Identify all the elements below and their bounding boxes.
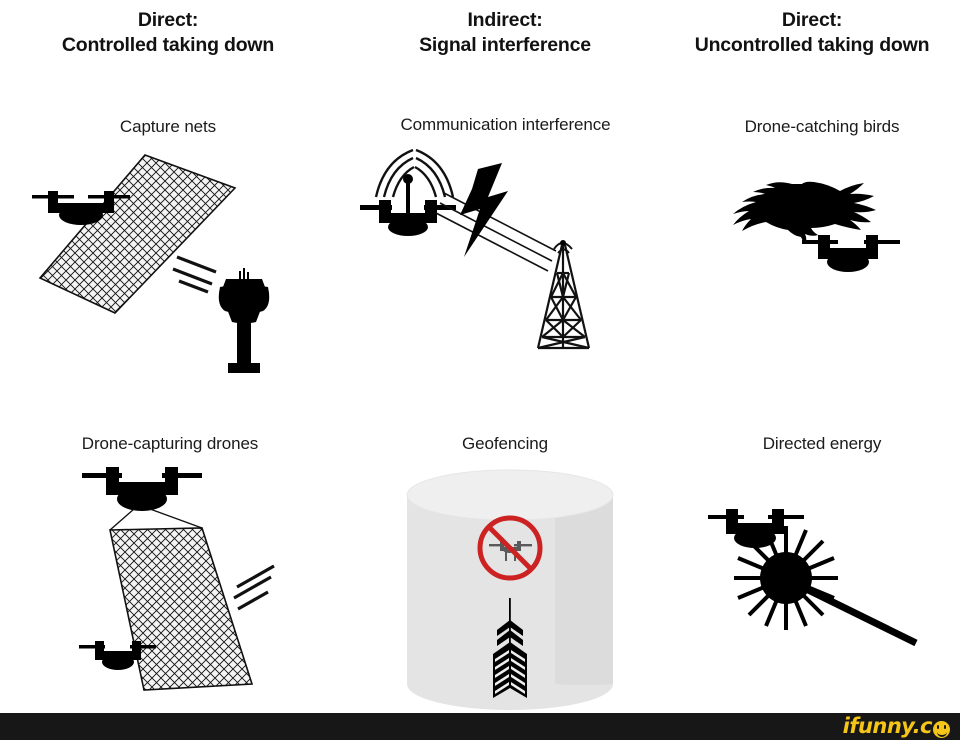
caption-directed-energy: Directed energy — [762, 434, 882, 453]
drone-with-antenna-icon — [360, 174, 456, 236]
control-tower-icon — [218, 268, 270, 373]
caption-communication-interference: Communication interference — [400, 115, 611, 134]
figure-drone-catching-birds — [706, 152, 936, 297]
column-kicker: Direct: — [137, 9, 199, 31]
net-icon — [38, 154, 237, 314]
motion-lines-icon — [172, 255, 217, 294]
column-title: Controlled taking down — [61, 34, 275, 56]
drone-icon — [82, 467, 202, 511]
motion-lines-icon — [233, 564, 275, 611]
column-header-signal: Indirect: Signal interference — [355, 8, 655, 58]
figure-geofencing — [405, 469, 615, 710]
caption-geofencing: Geofencing — [462, 434, 548, 453]
drone-icon — [802, 235, 900, 272]
signal-beam-icon — [435, 192, 557, 272]
caption-drone-catching-birds: Drone-catching birds — [744, 117, 900, 136]
eagle-icon — [733, 181, 876, 244]
drone-icon — [708, 509, 804, 548]
skyscraper-icon — [493, 598, 527, 698]
column-kicker: Indirect: — [467, 9, 543, 31]
figure-capture-nets — [30, 145, 330, 380]
drone-icon — [32, 191, 130, 225]
figure-communication-interference — [360, 145, 640, 360]
column-title: Signal interference — [419, 34, 591, 56]
lightning-bolt-icon — [460, 163, 508, 257]
no-drone-sign-icon — [477, 515, 543, 581]
net-suspension-icon — [109, 508, 203, 531]
column-header-uncontrolled: Direct: Uncontrolled taking down — [662, 8, 960, 58]
radio-waves-icon — [374, 148, 455, 198]
captured-drone-icon — [79, 641, 156, 670]
caption-drone-capturing-drones: Drone-capturing drones — [81, 434, 259, 453]
column-title: Uncontrolled taking down — [694, 34, 930, 56]
laser-beam-icon — [790, 578, 918, 647]
column-kicker: Direct: — [781, 9, 843, 31]
watermark-text: ifunny.c — [842, 714, 933, 738]
ifunny-watermark: ifunny.c — [843, 714, 950, 739]
footer-bar — [0, 713, 960, 740]
radio-tower-icon — [536, 240, 591, 350]
column-header-controlled: Direct: Controlled taking down — [18, 8, 318, 58]
impact-burst-icon — [734, 526, 838, 630]
figure-directed-energy — [700, 498, 940, 658]
caption-capture-nets: Capture nets — [119, 117, 217, 136]
net-icon — [109, 527, 254, 691]
smiley-face-icon — [933, 721, 950, 738]
figure-drone-capturing-drones — [62, 462, 312, 707]
